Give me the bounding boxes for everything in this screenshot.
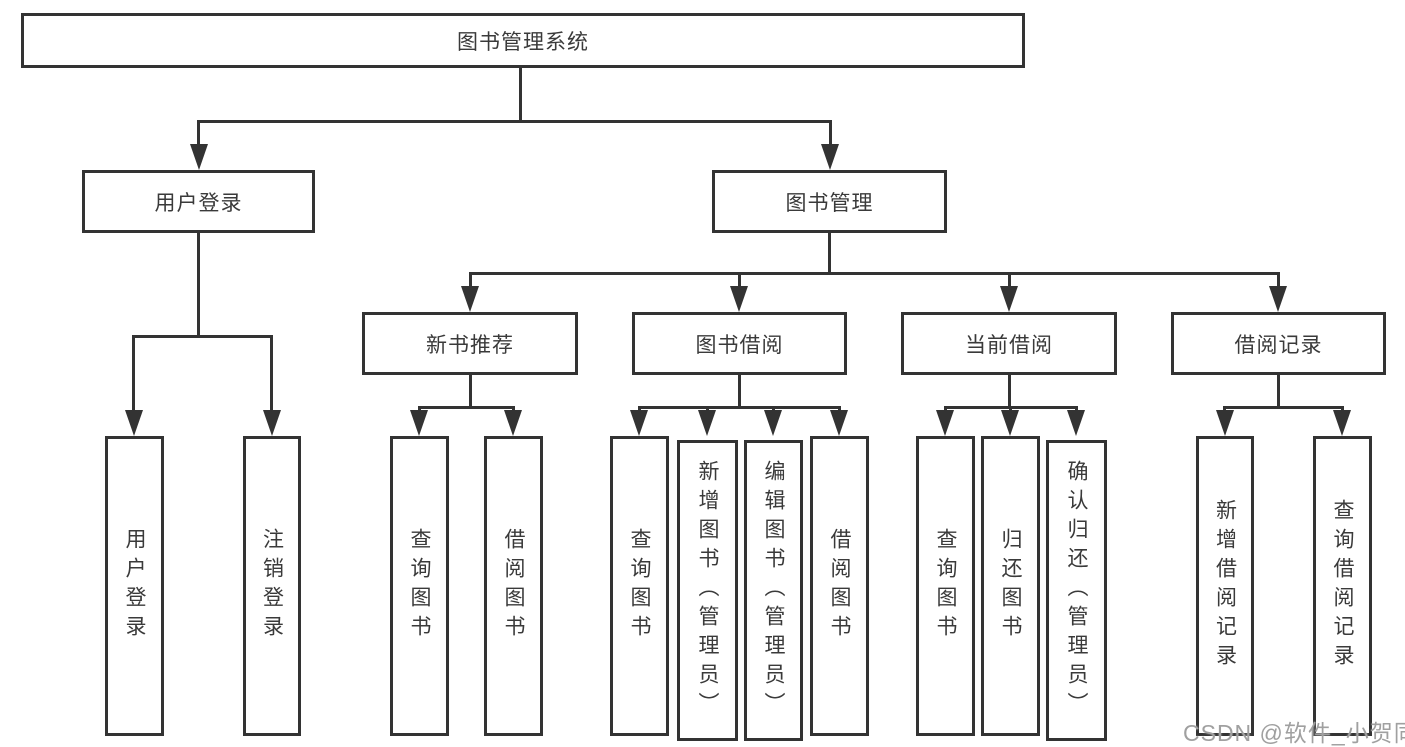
leaf-query-book-2: 查询图书 xyxy=(610,436,669,736)
node-book-borrow: 图书借阅 xyxy=(632,312,847,375)
arrowhead-down-icon xyxy=(190,144,208,170)
arrowhead-down-icon xyxy=(764,410,782,436)
node-borrow-record: 借阅记录 xyxy=(1171,312,1386,375)
arrowhead-down-icon xyxy=(263,410,281,436)
connector-line xyxy=(829,120,832,148)
arrowhead-down-icon xyxy=(698,410,716,436)
arrowhead-down-icon xyxy=(125,410,143,436)
node-new-book-recommend: 新书推荐 xyxy=(362,312,578,375)
connector-line xyxy=(738,272,741,292)
connector-line xyxy=(197,120,200,148)
leaf-query-book-3: 查询图书 xyxy=(916,436,975,736)
arrowhead-down-icon xyxy=(504,410,522,436)
connector-line xyxy=(469,272,472,292)
connector-line xyxy=(519,66,522,123)
connector-line xyxy=(270,335,273,413)
arrowhead-down-icon xyxy=(410,410,428,436)
arrowhead-down-icon xyxy=(936,410,954,436)
arrowhead-down-icon xyxy=(1001,410,1019,436)
node-current-borrow: 当前借阅 xyxy=(901,312,1117,375)
node-book-management: 图书管理 xyxy=(712,170,947,233)
leaf-query-borrow-record: 查询借阅记录 xyxy=(1313,436,1372,736)
connector-line xyxy=(828,231,831,275)
connector-line xyxy=(132,335,135,413)
node-root: 图书管理系统 xyxy=(21,13,1025,68)
arrowhead-down-icon xyxy=(830,410,848,436)
connector-line xyxy=(1277,373,1280,409)
connector-line xyxy=(132,335,273,338)
leaf-query-book-1: 查询图书 xyxy=(390,436,449,736)
connector-line xyxy=(197,231,200,338)
leaf-user-login: 用户登录 xyxy=(105,436,164,736)
node-user-login: 用户登录 xyxy=(82,170,315,233)
arrowhead-down-icon xyxy=(461,286,479,312)
leaf-logout: 注销登录 xyxy=(243,436,301,736)
connector-line xyxy=(638,406,841,409)
arrowhead-down-icon xyxy=(1269,286,1287,312)
arrowhead-down-icon xyxy=(1000,286,1018,312)
connector-line xyxy=(738,373,741,409)
arrowhead-down-icon xyxy=(630,410,648,436)
connector-line xyxy=(1008,272,1011,292)
arrowhead-down-icon xyxy=(1067,410,1085,436)
connector-line xyxy=(197,120,832,123)
connector-line xyxy=(1008,373,1011,409)
connector-line xyxy=(1223,406,1344,409)
arrowhead-down-icon xyxy=(730,286,748,312)
leaf-borrow-book-2: 借阅图书 xyxy=(810,436,869,736)
connector-line xyxy=(1277,272,1280,292)
arrowhead-down-icon xyxy=(1216,410,1234,436)
leaf-confirm-return-admin: 确认归还（管理员） xyxy=(1046,440,1107,741)
arrowhead-down-icon xyxy=(1333,410,1351,436)
connector-line xyxy=(418,406,515,409)
leaf-borrow-book-1: 借阅图书 xyxy=(484,436,543,736)
leaf-add-borrow-record: 新增借阅记录 xyxy=(1196,436,1254,736)
arrowhead-down-icon xyxy=(821,144,839,170)
connector-line xyxy=(469,272,1280,275)
leaf-add-book-admin: 新增图书（管理员） xyxy=(677,440,738,741)
leaf-edit-book-admin: 编辑图书（管理员） xyxy=(744,440,803,741)
csdn-watermark: CSDN @软件_小贺同学 xyxy=(1183,720,1405,746)
leaf-return-book: 归还图书 xyxy=(981,436,1040,736)
connector-line xyxy=(469,373,472,409)
